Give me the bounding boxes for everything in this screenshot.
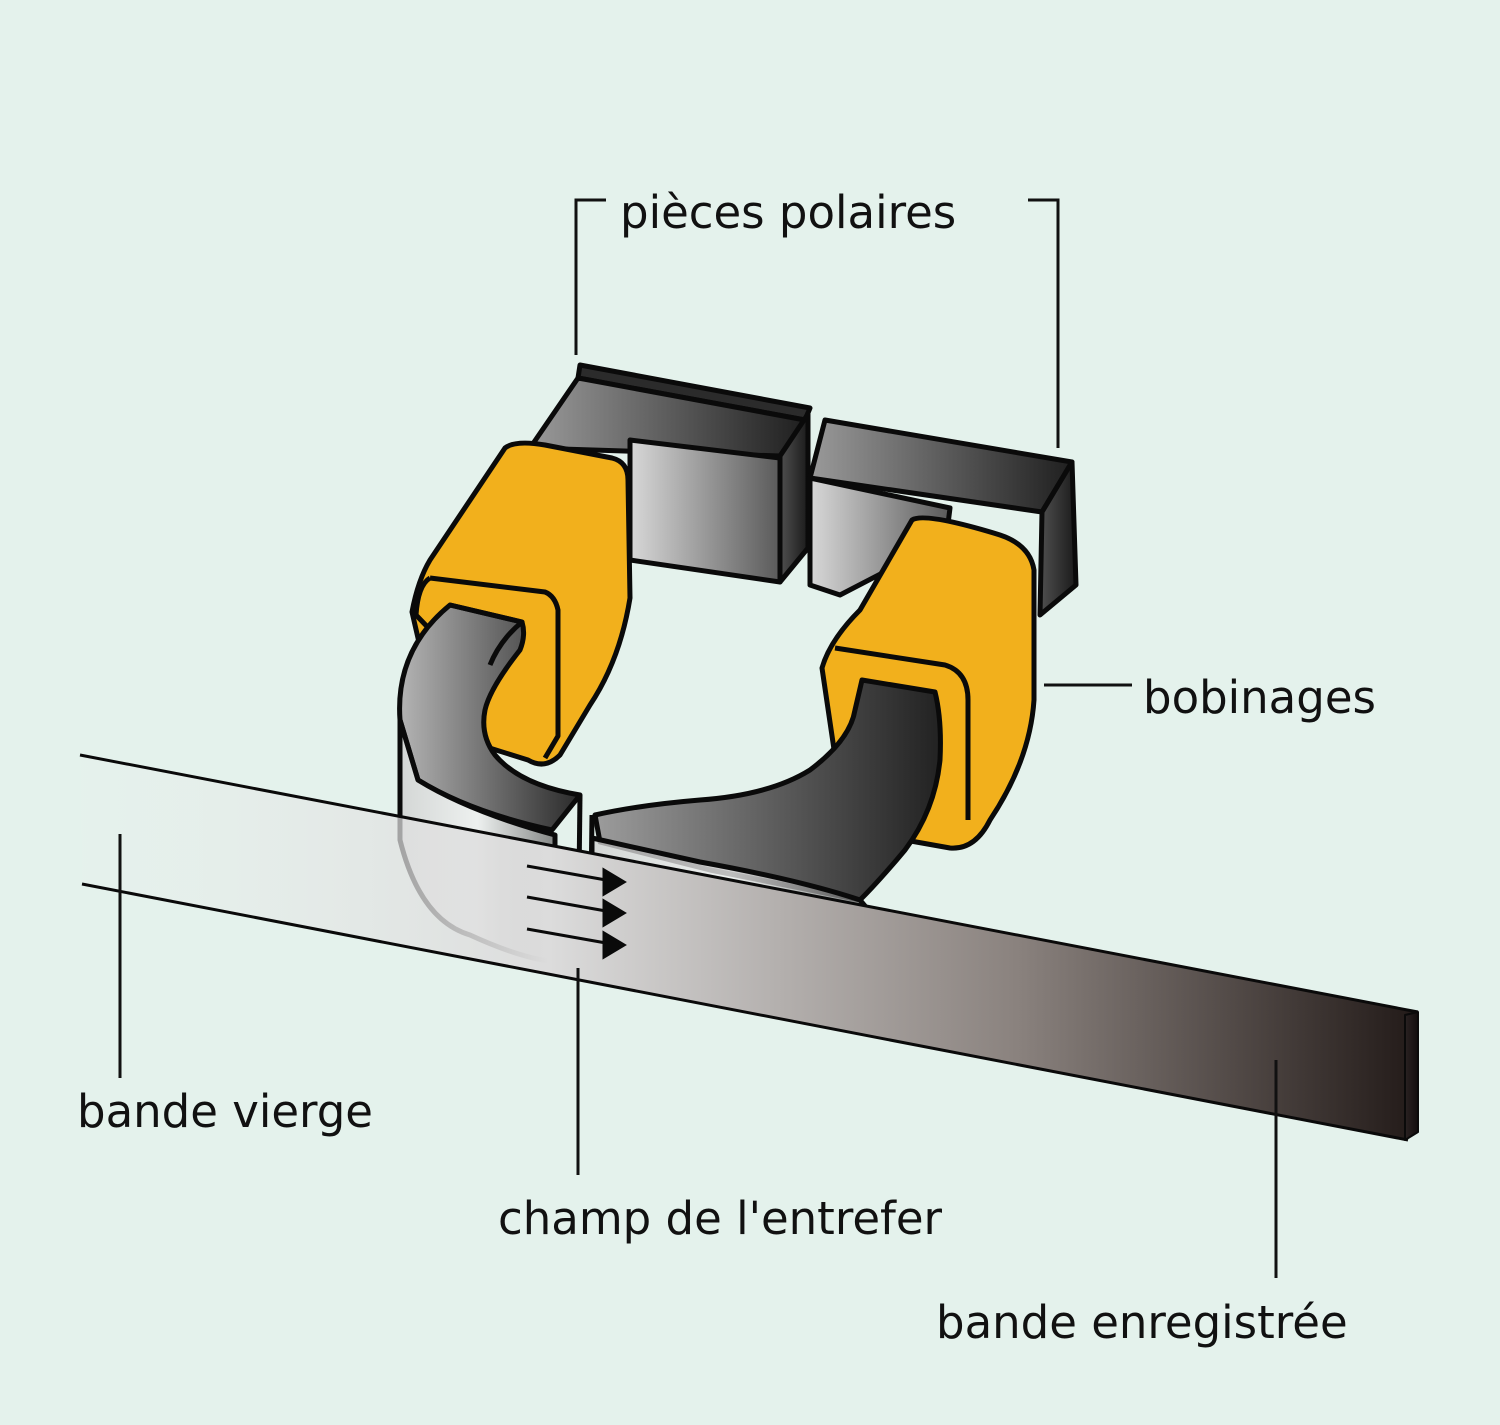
gap-field-arrows bbox=[526, 864, 627, 960]
leader-lines bbox=[118, 683, 1278, 1278]
label-pieces-polaires: pièces polaires bbox=[620, 186, 957, 239]
label-bande-enregistree: bande enregistrée bbox=[936, 1296, 1348, 1349]
pieces-polaires-bracket bbox=[574, 198, 1060, 448]
label-bande-vierge: bande vierge bbox=[77, 1085, 373, 1138]
pole-piece-right bbox=[807, 417, 1079, 618]
tape bbox=[79, 753, 1419, 1142]
label-champ-entrefer: champ de l'entrefer bbox=[498, 1192, 943, 1245]
label-bobinages: bobinages bbox=[1143, 671, 1376, 724]
